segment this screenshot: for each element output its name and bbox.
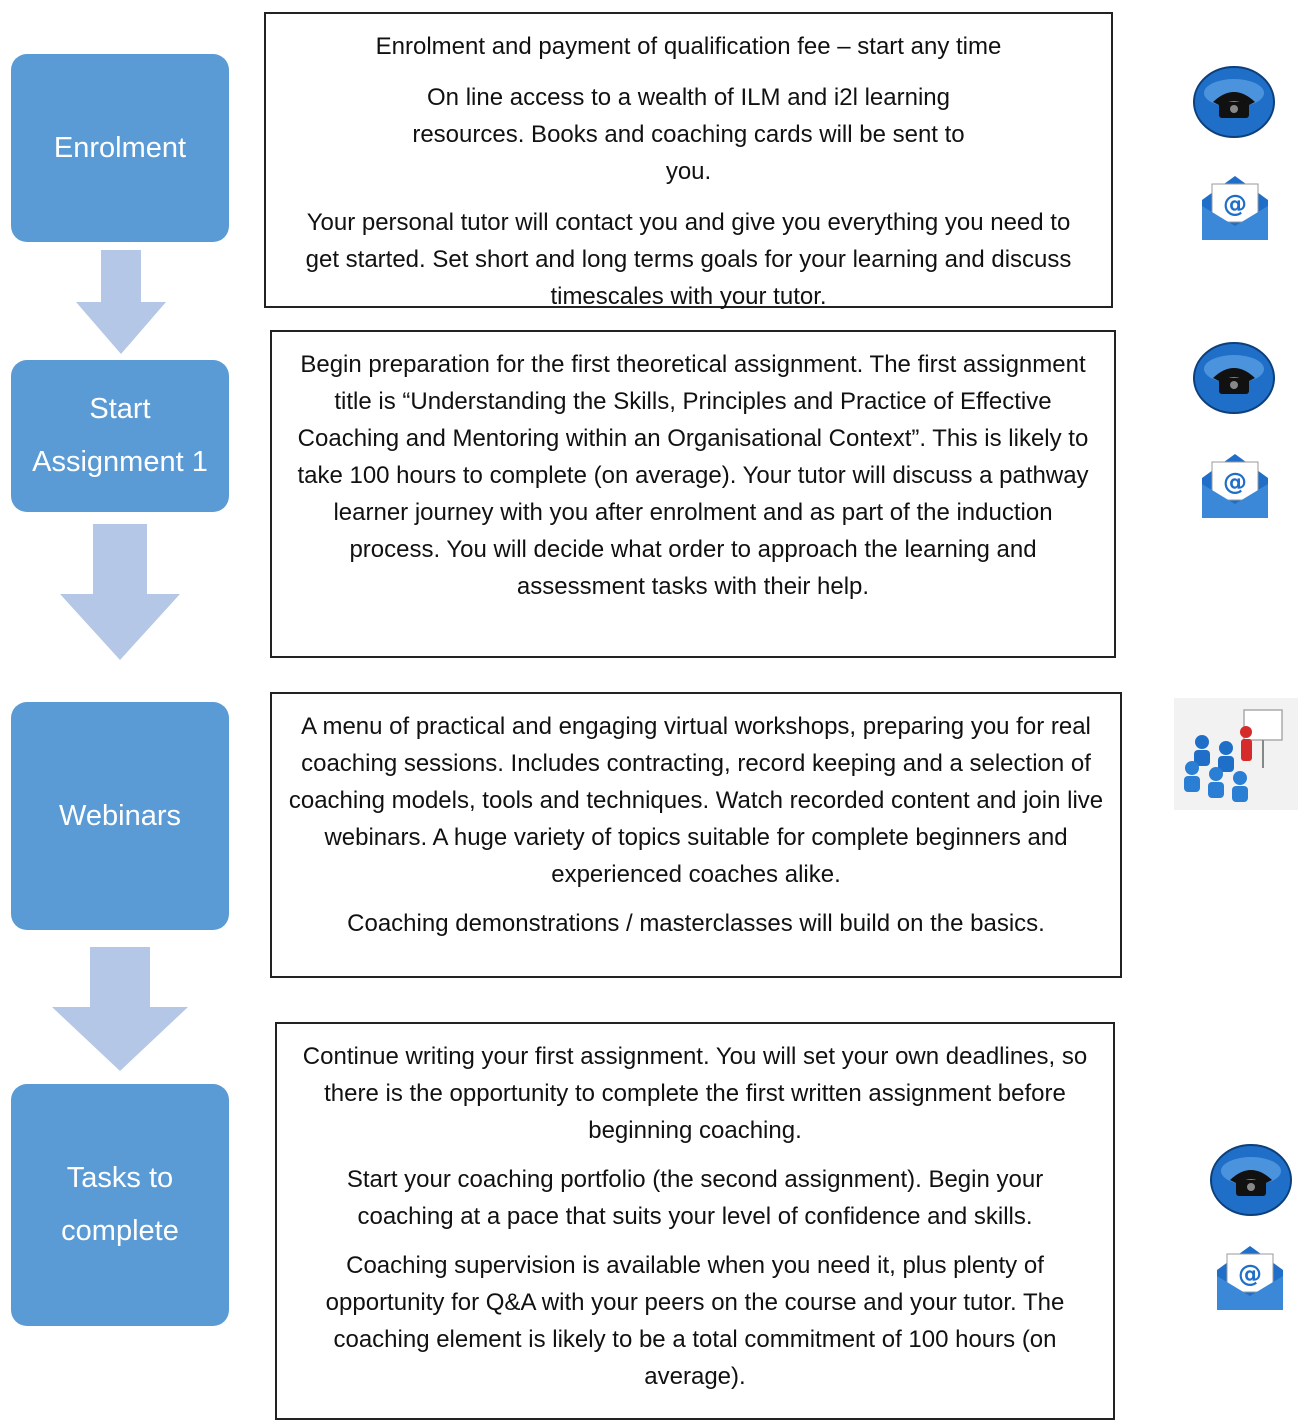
paragraph: Coaching demonstrations / masterclasses …: [347, 910, 1045, 937]
email-icon: @: [1202, 454, 1268, 518]
email-icon: @: [1202, 176, 1268, 240]
presentation-icon: [1174, 698, 1298, 810]
paragraph: On line access to a wealth of ILM and i2…: [412, 84, 965, 185]
telephone-icon: [1193, 342, 1275, 414]
down-arrow: [52, 947, 188, 1071]
step-start-assignment: Start Assignment 1: [11, 360, 229, 512]
paragraph: Coaching supervision is available when y…: [325, 1252, 1065, 1390]
text-box-webinars: A menu of practical and engaging virtual…: [270, 692, 1122, 978]
step-enrolment: Enrolment: [11, 54, 229, 242]
text-box-assignment: Begin preparation for the first theoreti…: [270, 330, 1116, 658]
email-icon: @: [1217, 1246, 1283, 1310]
paragraph: Continue writing your first assignment. …: [302, 1043, 1088, 1144]
paragraph: Enrolment and payment of qualification f…: [375, 33, 1002, 60]
paragraph: Your personal tutor will contact you and…: [305, 209, 1072, 310]
down-arrow: [76, 250, 166, 354]
step-webinars: Webinars: [11, 702, 229, 930]
text-box-enrolment: Enrolment and payment of qualification f…: [264, 12, 1113, 310]
paragraph: A menu of practical and engaging virtual…: [288, 713, 1104, 888]
paragraph: Begin preparation for the first theoreti…: [297, 351, 1089, 600]
down-arrow: [60, 524, 180, 660]
svg-text:@: @: [1238, 1260, 1262, 1288]
paragraph: Start your coaching portfolio (the secon…: [346, 1166, 1044, 1230]
text-box-tasks: Continue writing your first assignment. …: [275, 1022, 1115, 1420]
telephone-icon: [1193, 66, 1275, 138]
telephone-icon: [1210, 1144, 1292, 1216]
svg-text:@: @: [1223, 190, 1247, 218]
step-tasks: Tasks to complete: [11, 1084, 229, 1326]
svg-text:@: @: [1223, 468, 1247, 496]
